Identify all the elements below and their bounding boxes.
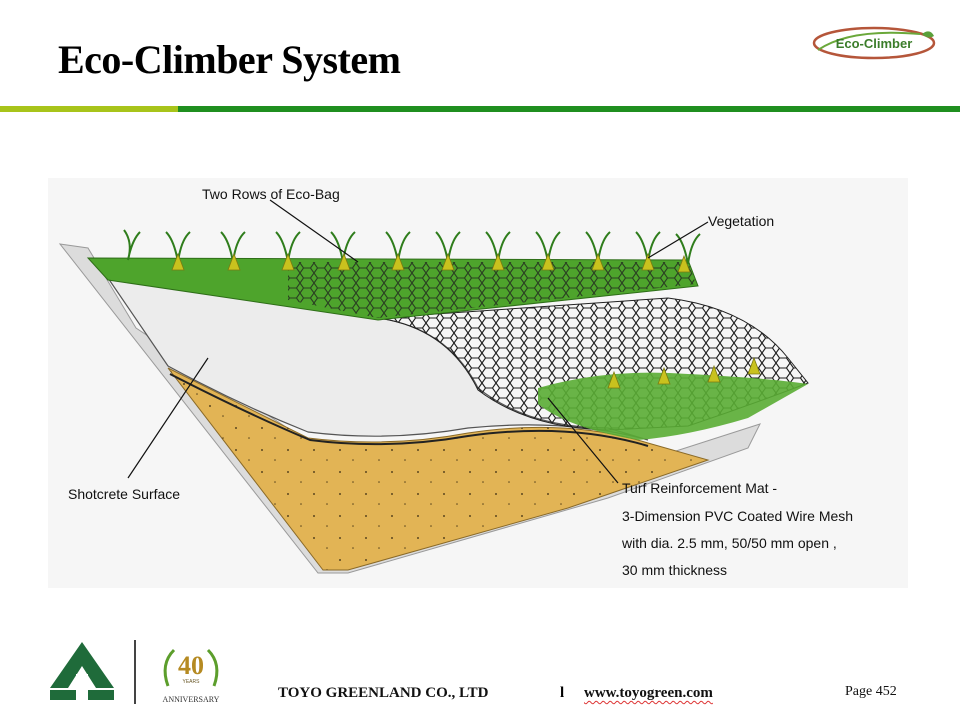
toyo-greenland-logo xyxy=(50,642,114,700)
anniversary-label: ANNIVERSARY xyxy=(163,695,220,704)
callout-mat-line3: with dia. 2.5 mm, 50/50 mm open , xyxy=(622,535,837,551)
header-rule-lime xyxy=(0,106,178,112)
slide-title: Eco-Climber System xyxy=(58,37,401,82)
anniversary-logo: 40 YEARS ANNIVERSARY xyxy=(163,648,220,704)
eco-climber-logo-text: Eco-Climber xyxy=(836,36,913,51)
vegetation-tufts xyxy=(171,252,761,389)
anniversary-number: 40 xyxy=(178,651,204,680)
eco-climber-logo: Eco-Climber xyxy=(812,26,936,60)
company-name: TOYO GREENLAND CO., LTD xyxy=(278,685,489,701)
callout-eco-bag: Two Rows of Eco-Bag xyxy=(202,186,340,202)
lower-vegetation xyxy=(538,372,808,440)
eco-bag-mesh-overlay xyxy=(288,262,696,318)
shotcrete-edge xyxy=(169,373,649,447)
callout-leaders xyxy=(127,199,709,484)
footer-separator: l xyxy=(560,685,565,701)
page-number: Page 452 xyxy=(845,684,897,699)
slope-cross-section-diagram xyxy=(48,178,908,588)
company-website-link[interactable]: www.toyogreen.com xyxy=(584,685,713,701)
callout-shotcrete: Shotcrete Surface xyxy=(68,486,181,502)
callout-mat-line2: 3-Dimension PVC Coated Wire Mesh xyxy=(622,508,854,524)
footer-divider xyxy=(134,640,136,704)
anniversary-years: YEARS xyxy=(183,679,201,685)
header-rule-green xyxy=(0,106,960,112)
callout-vegetation: Vegetation xyxy=(708,213,775,229)
callout-mat-line1: Turf Reinforcement Mat - xyxy=(622,480,778,496)
callout-mat-line4: 30 mm thickness xyxy=(622,562,728,578)
